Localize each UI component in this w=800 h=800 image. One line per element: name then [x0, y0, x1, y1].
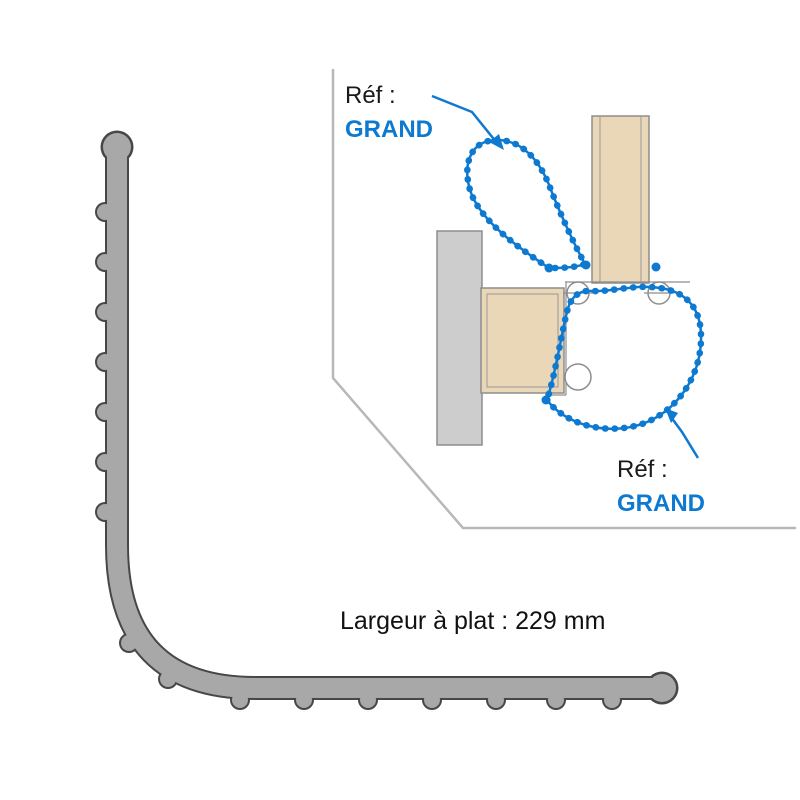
seal-mount-dot	[651, 262, 661, 272]
seal-mount-dot	[544, 263, 554, 273]
callout-top-prefix: Réf :	[345, 82, 396, 109]
detail-view	[331, 68, 797, 530]
seal-mount-dot	[581, 260, 591, 270]
roller-icon	[564, 363, 592, 391]
callout-bottom-reference: GRAND	[617, 490, 705, 517]
detail-frame-border	[331, 68, 797, 530]
callout-top-arrowhead-icon	[489, 134, 504, 150]
callout-bottom-arrowhead-icon	[665, 408, 678, 423]
callout-top: Réf : GRAND	[345, 82, 504, 150]
seal-profile-cross-section	[95, 130, 679, 710]
wood-sill	[480, 287, 565, 394]
callout-top-arrow-line	[431, 94, 498, 144]
fastener-circles	[563, 281, 674, 391]
seal-outline-bottom-ribs	[543, 283, 705, 432]
wall-section	[436, 230, 483, 446]
seal-outline-top-ribs	[464, 136, 590, 272]
profile-fill-layer	[97, 133, 676, 708]
installed-seal-outlines	[464, 136, 705, 432]
callout-top-reference: GRAND	[345, 116, 433, 143]
flat-width-caption: Largeur à plat : 229 mm	[340, 607, 605, 635]
callout-bottom: Réf : GRAND	[617, 408, 705, 517]
seal-mount-dot	[541, 395, 551, 405]
callout-bottom-arrow-line	[669, 416, 700, 459]
wood-post	[591, 115, 650, 284]
seal-outline-bottom	[545, 285, 703, 430]
callout-bottom-prefix: Réf :	[617, 456, 668, 483]
